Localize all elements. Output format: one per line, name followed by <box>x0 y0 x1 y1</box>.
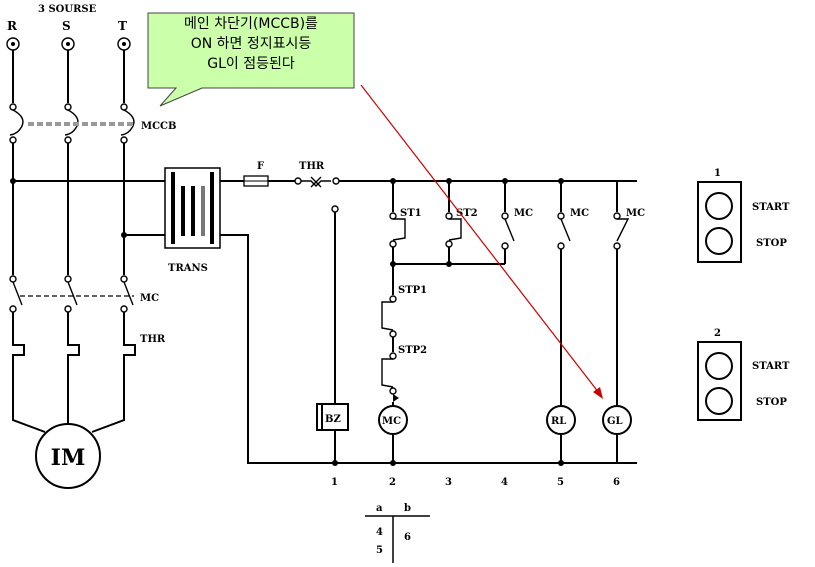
ab-b-value: 6 <box>404 532 411 543</box>
panel-2-number: 2 <box>714 328 721 339</box>
callout-line-3: GL이 점등된다 <box>207 56 295 72</box>
column-number: 3 <box>445 477 452 488</box>
fuse-label: F <box>257 161 264 172</box>
panel-2-stop-label: STOP <box>756 397 787 408</box>
control-top-bus <box>220 175 637 188</box>
callout-line-2: ON 하면 정지표시등 <box>190 36 312 52</box>
mc-coil-label: MC <box>382 416 401 427</box>
phase-s-label: S <box>62 19 71 33</box>
ab-a-value: 5 <box>376 545 383 556</box>
phase-t-label: T <box>118 19 127 33</box>
motor-symbol <box>35 423 101 489</box>
ab-contact-table: a b 4 5 6 <box>365 503 430 563</box>
gl-label: GL <box>607 416 623 427</box>
ab-header-a: a <box>376 503 383 514</box>
panel-1-start-label: START <box>752 202 790 213</box>
mc-c5-label: MC <box>626 208 645 219</box>
panel-1: 1 START STOP <box>697 168 790 263</box>
thr-main-label: THR <box>140 334 166 345</box>
column-1 <box>316 205 349 466</box>
mccb-breaker <box>9 103 136 144</box>
column-number: 2 <box>389 477 396 488</box>
panel-2-stop-button[interactable] <box>705 387 733 415</box>
panel-2-start-button[interactable] <box>705 352 733 380</box>
bz-label: BZ <box>325 414 341 425</box>
source-terminals <box>6 37 131 51</box>
column-2 <box>378 178 408 466</box>
column-number: 5 <box>557 477 564 488</box>
phase-r-label: R <box>7 19 18 33</box>
column-6 <box>602 181 632 463</box>
column-numbers: 1 2 3 4 5 6 <box>331 477 620 488</box>
panel-1-start-button[interactable] <box>705 192 733 220</box>
ab-a-value: 4 <box>376 527 383 538</box>
callout-arrow <box>360 84 603 399</box>
panel-2: 2 START STOP <box>697 328 790 421</box>
ab-header-b: b <box>404 503 411 514</box>
mc-c3-label: MC <box>514 208 533 219</box>
column-number: 4 <box>501 477 508 488</box>
column-number: 6 <box>613 477 620 488</box>
mc-c4-label: MC <box>570 208 589 219</box>
column-5 <box>546 178 576 466</box>
panel-1-stop-button[interactable] <box>705 227 733 255</box>
motor-label: IM <box>51 445 86 471</box>
callout-line-1: 메인 차단기(MCCB)를 <box>184 16 318 32</box>
phase-wires <box>12 50 125 103</box>
column-3 <box>393 178 505 267</box>
stp2-label: STP2 <box>398 345 427 356</box>
column-4 <box>501 178 515 264</box>
callout-bubble <box>147 12 355 107</box>
panel-1-stop-label: STOP <box>756 238 787 249</box>
main-mc-contacts <box>9 275 134 313</box>
stp1-label: STP1 <box>398 285 427 296</box>
mccb-label: MCCB <box>141 121 176 132</box>
rl-label: RL <box>551 416 566 427</box>
source-label: 3 SOURSE <box>38 4 97 15</box>
motor-wires <box>12 365 125 433</box>
transformer <box>164 167 221 249</box>
column-number: 1 <box>331 477 338 488</box>
thr-ctrl-label: THR <box>299 161 325 172</box>
thr-heaters <box>12 312 136 365</box>
trans-label: TRANS <box>168 263 208 274</box>
st2-label: ST2 <box>456 208 478 219</box>
control-bottom-bus <box>220 234 637 464</box>
st1-label: ST1 <box>400 208 422 219</box>
callout-text: 메인 차단기(MCCB)를 ON 하면 정지표시등 GL이 점등된다 <box>148 14 354 88</box>
panel-1-number: 1 <box>714 168 721 179</box>
main-mc-label: MC <box>140 293 159 304</box>
panel-2-start-label: START <box>752 361 790 372</box>
main-wires <box>10 143 165 275</box>
